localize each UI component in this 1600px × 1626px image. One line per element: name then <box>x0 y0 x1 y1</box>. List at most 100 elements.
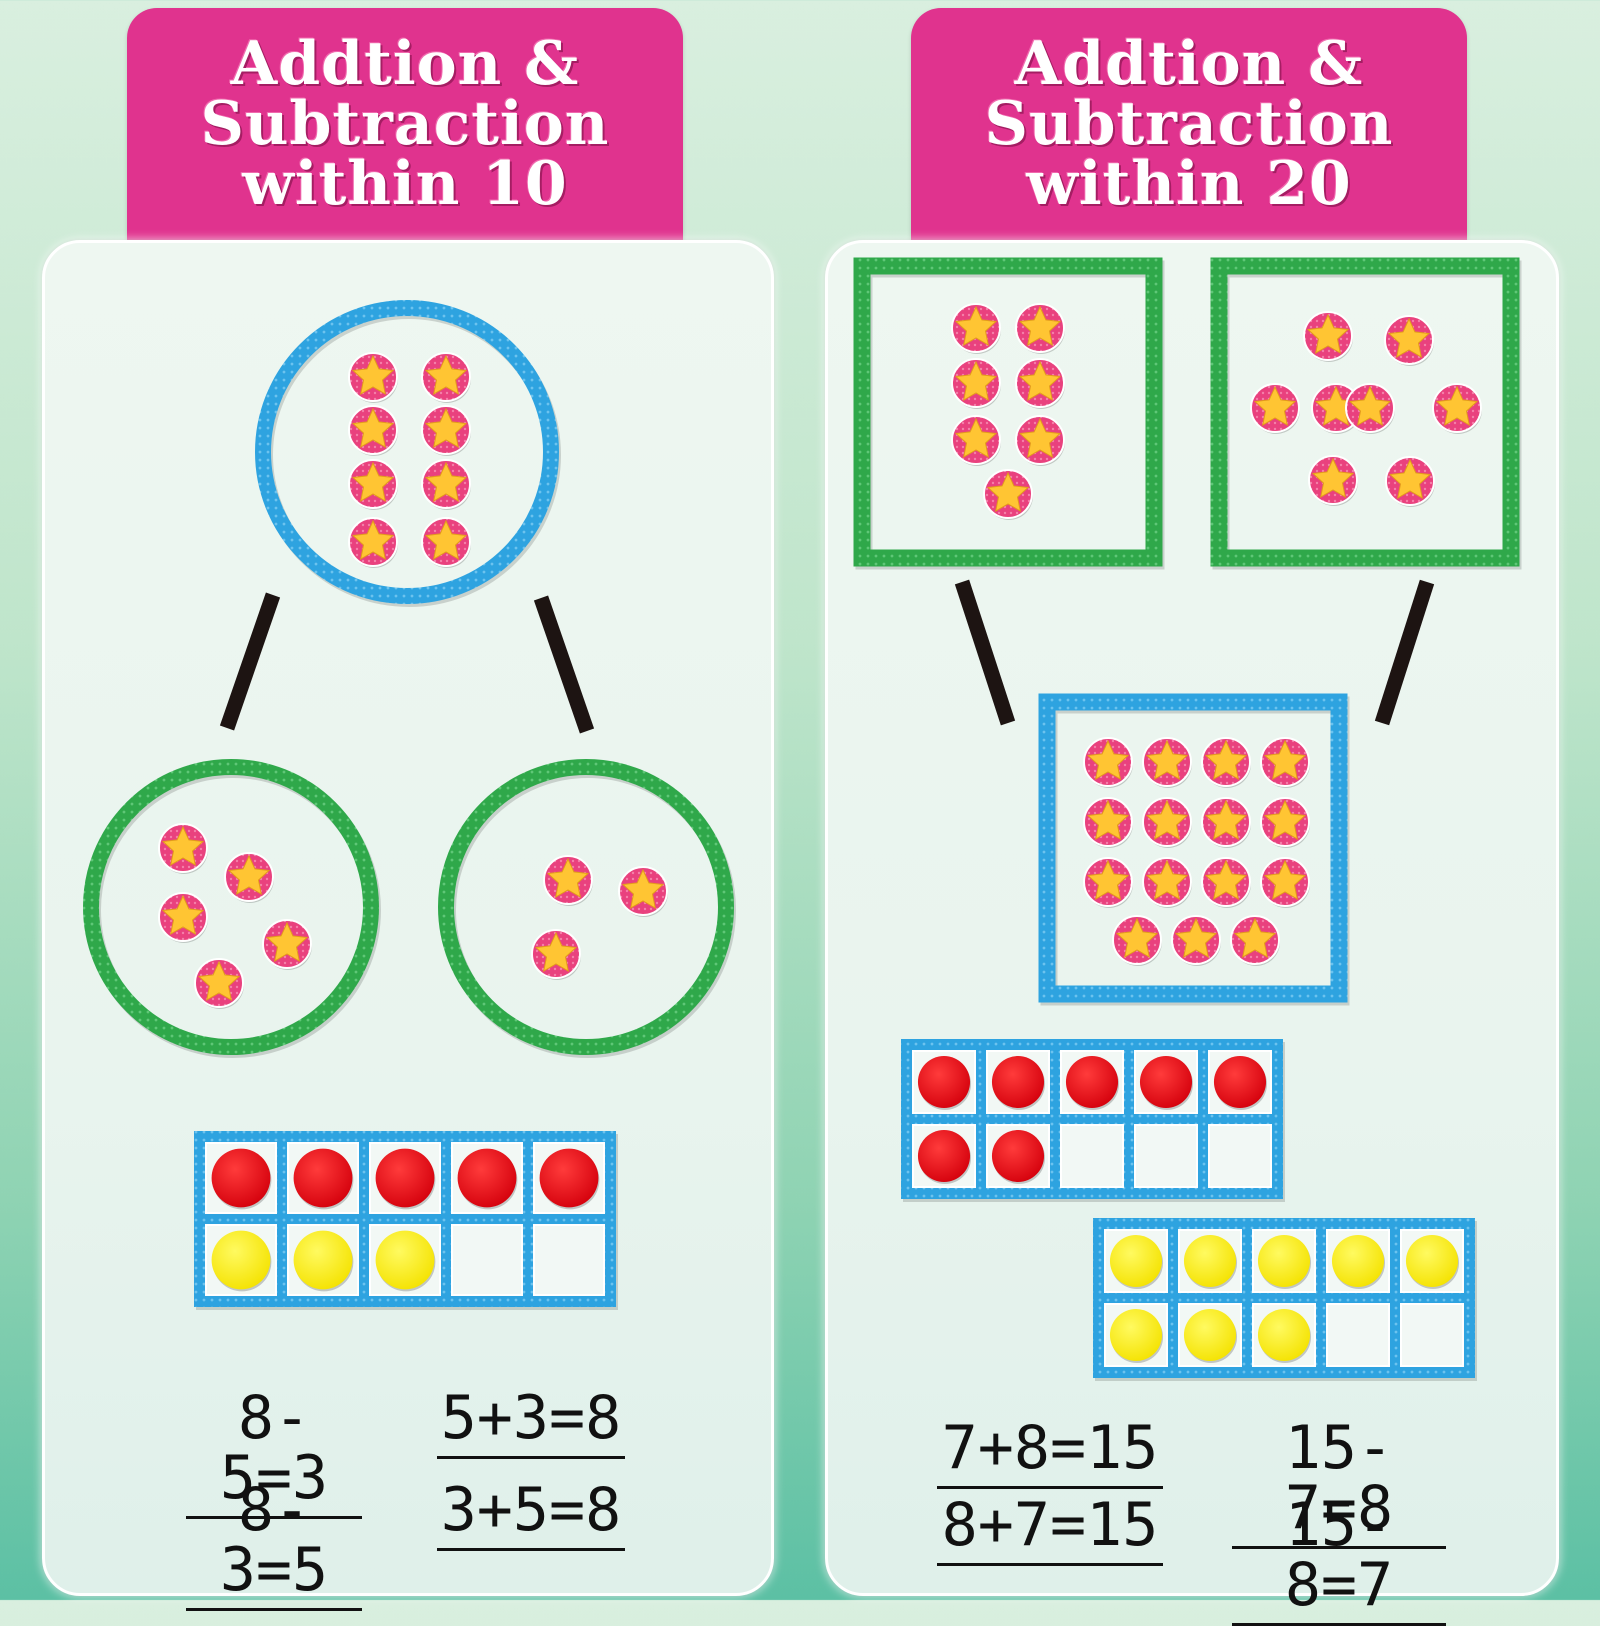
ten-frame-cell <box>1400 1303 1464 1367</box>
star-counter <box>1083 737 1133 788</box>
star-counters <box>158 303 1482 1009</box>
star-counter <box>1432 383 1482 434</box>
connector-line <box>1374 579 1435 726</box>
star-counter <box>1015 415 1065 466</box>
red-counter <box>991 1129 1045 1183</box>
ten-frame-cell <box>1326 1303 1390 1367</box>
star-counter <box>1345 383 1395 434</box>
star-counter <box>983 469 1033 520</box>
star-counter <box>1142 737 1192 788</box>
star-counter <box>1250 383 1300 434</box>
red-counter <box>991 1055 1045 1109</box>
star-counter <box>1015 358 1065 409</box>
star-counter <box>421 459 471 510</box>
star-counter <box>1015 303 1065 354</box>
part-circle-a <box>83 759 379 1055</box>
star-counter <box>1384 315 1434 366</box>
equation-right-2: 15-7=8 <box>1232 1418 1446 1549</box>
star-counter <box>1201 797 1251 848</box>
part-square-a <box>853 257 1163 567</box>
star-counter <box>158 823 208 874</box>
yellow-counter <box>375 1230 435 1290</box>
star-counter <box>951 415 1001 466</box>
part-square-b <box>1210 257 1520 567</box>
yellow-counter <box>1183 1234 1237 1288</box>
red-counter <box>539 1148 599 1208</box>
star-counter <box>1112 915 1162 966</box>
star-counter <box>1201 857 1251 908</box>
star-counter <box>1201 737 1251 788</box>
star-counter <box>348 352 398 403</box>
equation-left-4: 3+5=8 <box>437 1480 625 1551</box>
connector-lines <box>219 579 1435 734</box>
star-counter <box>1260 857 1310 908</box>
star-counter <box>421 405 471 456</box>
whole-square <box>1038 693 1348 1003</box>
yellow-counter <box>1109 1308 1163 1362</box>
star-counter <box>1260 737 1310 788</box>
red-counter <box>1213 1055 1267 1109</box>
right-title-line-1: Addtion & <box>1014 29 1364 99</box>
yellow-counter <box>1109 1234 1163 1288</box>
ten-frame-cell <box>451 1224 523 1296</box>
right-title-line-3: within 20 <box>1026 149 1352 219</box>
red-counter <box>917 1129 971 1183</box>
part-circle-b <box>438 759 734 1055</box>
whole-circle <box>255 300 559 604</box>
red-counter <box>1065 1055 1119 1109</box>
equation-right-1: 7+8=15 <box>937 1418 1163 1489</box>
ten-frame-cell <box>1134 1124 1198 1188</box>
star-counter <box>1171 915 1221 966</box>
star-counter <box>348 517 398 568</box>
left-title-line-1: Addtion & <box>230 29 580 99</box>
star-counter <box>158 892 208 943</box>
yellow-counter <box>211 1230 271 1290</box>
star-counter <box>951 358 1001 409</box>
star-counter <box>1083 857 1133 908</box>
red-counter <box>1139 1055 1193 1109</box>
star-counter <box>1308 455 1358 506</box>
yellow-counter <box>1331 1234 1385 1288</box>
ten-frames <box>194 1039 1477 1381</box>
containers <box>83 257 1522 1058</box>
star-counter <box>262 919 312 970</box>
star-counter <box>348 459 398 510</box>
ten-frame-cell <box>1060 1124 1124 1188</box>
equation-right-3: 8+7=15 <box>937 1495 1163 1566</box>
right-ten-frame-2 <box>1093 1218 1477 1381</box>
ten-frame-cell <box>1208 1124 1272 1188</box>
connector-line <box>533 595 595 734</box>
red-counter <box>457 1148 517 1208</box>
red-counter <box>917 1055 971 1109</box>
star-counter <box>1260 797 1310 848</box>
star-counter <box>421 352 471 403</box>
star-counter <box>1230 915 1280 966</box>
star-counter <box>1142 857 1192 908</box>
left-ten-frame <box>194 1131 618 1310</box>
star-counter <box>421 517 471 568</box>
right-ten-frame-1 <box>901 1039 1285 1202</box>
yellow-counter <box>1405 1234 1459 1288</box>
star-counter <box>951 303 1001 354</box>
right-title-line-2: Subtraction <box>984 89 1394 159</box>
red-counter <box>293 1148 353 1208</box>
star-counter <box>1142 797 1192 848</box>
yellow-counter <box>1257 1308 1311 1362</box>
connector-line <box>219 592 281 731</box>
right-header: Addtion & Subtraction within 20 <box>911 8 1467 240</box>
red-counter <box>211 1148 271 1208</box>
yellow-counter <box>293 1230 353 1290</box>
star-counter <box>1303 311 1353 362</box>
left-title-line-3: within 10 <box>242 149 568 219</box>
red-counter <box>375 1148 435 1208</box>
equation-left-1: 8-5=3 <box>186 1388 362 1519</box>
star-counter <box>224 852 274 903</box>
star-counter <box>531 929 581 980</box>
equation-left-3: 8-3=5 <box>186 1480 362 1611</box>
left-header: Addtion & Subtraction within 10 <box>127 8 683 240</box>
yellow-counter <box>1257 1234 1311 1288</box>
star-counter <box>1083 797 1133 848</box>
yellow-counter <box>1183 1308 1237 1362</box>
star-counter <box>194 958 244 1009</box>
